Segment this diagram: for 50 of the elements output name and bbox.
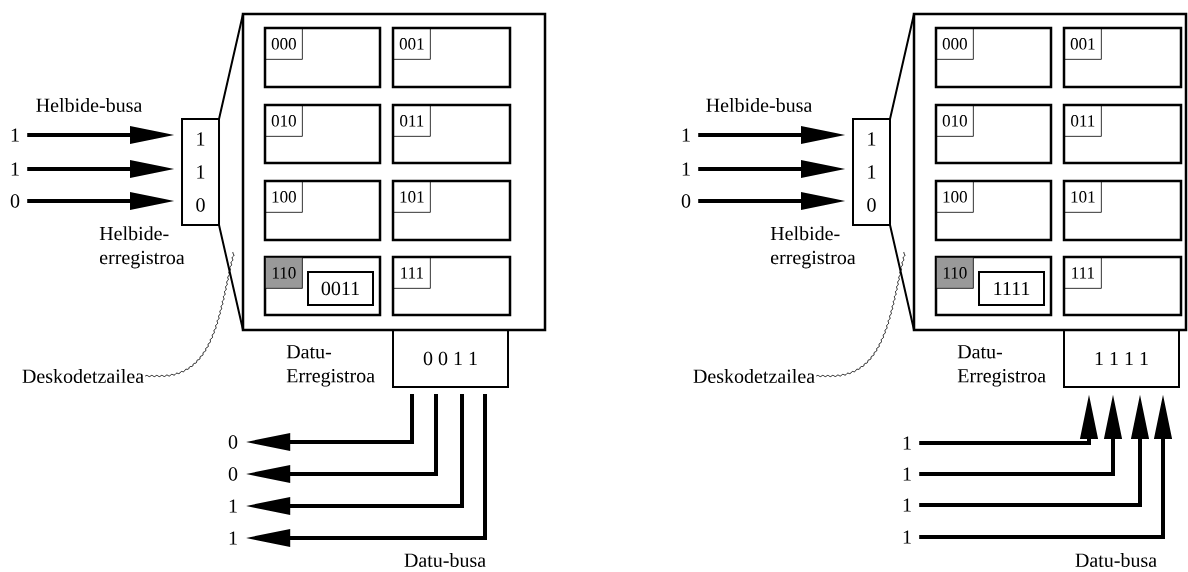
memory-cell: 111 xyxy=(391,255,512,317)
decoder-outline xyxy=(218,13,244,331)
memory-cell: 000 xyxy=(934,26,1053,89)
memory-cell: 001 xyxy=(391,26,512,89)
data-word-box: 1111 xyxy=(978,271,1045,306)
data-register: 0 0 1 1 xyxy=(392,329,509,388)
register-label: Datu-Erregistroa xyxy=(286,345,375,387)
bit-label: 1 xyxy=(682,128,690,142)
decoder-outline xyxy=(889,13,915,331)
memory-cell: 011 xyxy=(391,103,512,165)
bit-label: 0 xyxy=(681,194,691,208)
register-label: Helbide-erregistroa xyxy=(770,226,856,269)
bit-label: 0 xyxy=(228,467,238,481)
bit-label: 1 xyxy=(903,530,911,544)
memory-cell: 101 xyxy=(1062,179,1183,242)
data-register: 1 1 1 1 xyxy=(1063,329,1180,388)
memory-cell: 111 xyxy=(1062,255,1183,317)
bit-label: 1 xyxy=(229,531,237,545)
leader-line xyxy=(815,251,906,378)
bit-label: 1 xyxy=(903,498,911,512)
bit-label: 1 xyxy=(682,162,690,176)
data-word-box: 0011 xyxy=(307,271,374,306)
bit-label: 0 xyxy=(228,435,238,449)
bus-label: Datu-busa xyxy=(404,552,486,567)
memory-cell: 010 xyxy=(934,103,1053,165)
bus-label: Datu-busa xyxy=(1075,552,1157,567)
bit-label: 1 xyxy=(903,436,911,450)
bus-label: Helbide-busa xyxy=(36,97,143,112)
memory-cell: 010 xyxy=(263,103,382,165)
memory-cell: 001 xyxy=(1062,26,1183,89)
register-label: Helbide-erregistroa xyxy=(99,226,185,269)
memory-cell: 100 xyxy=(934,179,1053,242)
leader-line xyxy=(144,251,235,378)
decoder-label: Deskodetzailea xyxy=(22,368,144,383)
memory-cell: 011 xyxy=(1062,103,1183,165)
bit-label: 1 xyxy=(11,128,19,142)
address-register: 1 1 0 xyxy=(852,118,891,226)
bit-label: 1 xyxy=(11,162,19,176)
memory-box xyxy=(241,12,547,332)
decoder-label: Deskodetzailea xyxy=(693,368,815,383)
memory-cell: 101 xyxy=(391,179,512,242)
address-register: 1 1 0 xyxy=(181,118,220,226)
bit-label: 1 xyxy=(229,499,237,513)
register-label: Datu-Erregistroa xyxy=(957,345,1046,387)
bit-label: 0 xyxy=(10,194,20,208)
bit-label: 1 xyxy=(903,467,911,481)
memory-cell: 100 xyxy=(263,179,382,242)
memory-cell: 000 xyxy=(263,26,382,89)
memory-box xyxy=(912,12,1188,332)
bus-label: Helbide-busa xyxy=(706,97,813,112)
